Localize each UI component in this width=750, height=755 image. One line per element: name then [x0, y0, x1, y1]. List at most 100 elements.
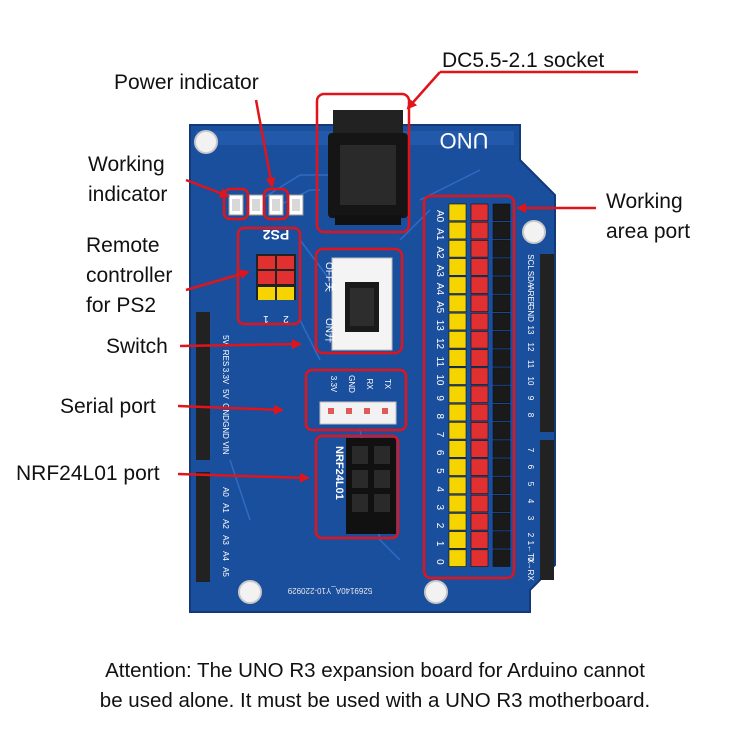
pin-label-left-analog: A2: [221, 519, 230, 529]
label-working-area-1: Working: [606, 190, 683, 213]
ps2-header: [256, 254, 296, 300]
callout-arrows: [177, 70, 638, 483]
label-working-indicator-1: Working: [88, 153, 165, 176]
pin-label-right-top: 12: [526, 343, 535, 352]
highlight-dc: [315, 92, 411, 234]
attention-line-2: be used alone. It must be used with a UN…: [99, 689, 651, 712]
header-pin: [492, 258, 511, 276]
highlight-working-led: [222, 187, 250, 221]
pin-label-left-analog: A5: [221, 567, 230, 577]
serial-header: [319, 401, 397, 425]
highlight-working-area: [422, 194, 516, 580]
pin-label-serial: TX: [383, 379, 392, 390]
header-pin: [448, 240, 467, 258]
pin-label-left-analog: A3: [221, 535, 230, 545]
pin-label-ps2: 1: [263, 313, 269, 324]
led-row: [228, 194, 304, 216]
pin-label-work: 2: [434, 523, 445, 529]
pin-label-right-bottom: 7: [526, 448, 535, 453]
header-pin: [470, 294, 489, 313]
label-nrf-port: NRF24L01 port: [16, 462, 160, 485]
pin-label-work: A4: [434, 283, 445, 296]
pin-label-serial: GND: [347, 375, 356, 393]
highlight-nrf: [314, 434, 400, 540]
label-working-area-2: area port: [606, 220, 691, 243]
label-power-indicator: Power indicator: [114, 71, 259, 94]
pin-label-work: A5: [434, 301, 445, 314]
header-pin: [448, 349, 467, 367]
header-pin: [448, 203, 467, 222]
pin-label-right-bottom: 4: [526, 499, 535, 504]
header-pin: [492, 422, 511, 440]
header-pin: [470, 312, 489, 331]
pin-label-right-top: 9: [526, 396, 535, 401]
label-remote-2: controller: [86, 264, 173, 287]
header-pin: [470, 203, 489, 222]
pin-label-left-power: 5V: [221, 389, 230, 399]
pin-label-right-bottom: 3: [526, 516, 535, 521]
header-pin: [492, 367, 511, 385]
header-pin: [492, 221, 511, 240]
attention-lead: Attention:: [105, 659, 192, 682]
pin-label-work: A2: [434, 246, 445, 259]
header-pin: [448, 276, 467, 294]
header-pin: [470, 476, 489, 495]
pin-label-work: 8: [434, 414, 445, 420]
pin-label-right-top: 8: [526, 413, 535, 418]
header-pin: [448, 221, 467, 240]
pin-label-work: 0: [434, 559, 445, 565]
highlight-power-led: [262, 187, 290, 221]
pin-label-work: 6: [434, 450, 445, 456]
left-header: [196, 312, 210, 582]
highlight-serial: [304, 368, 408, 432]
header-pin: [448, 403, 467, 422]
attention-note: Attention: The UNO R3 expansion board fo…: [20, 656, 730, 716]
header-pin: [448, 385, 467, 404]
pin-label-right-top: 11: [526, 360, 535, 369]
header-pin: [448, 258, 467, 276]
header-pin: [492, 513, 511, 531]
header-pin: [492, 294, 511, 313]
pin-label-right-bottom: 5: [526, 482, 535, 487]
pin-label-work: 9: [434, 395, 445, 401]
header-pin: [470, 531, 489, 549]
pin-label-right-bottom: 2: [526, 533, 535, 538]
label-serial-port: Serial port: [60, 395, 156, 418]
pin-label-work: 13: [434, 320, 445, 332]
pin-label-right-top: 10: [526, 377, 535, 386]
attention-line-1: The UNO R3 expansion board for Arduino c…: [191, 659, 645, 682]
pin-label-left-power: RES: [221, 350, 230, 366]
header-pin: [448, 294, 467, 313]
mount-hole: [424, 580, 448, 604]
header-pin: [492, 549, 511, 567]
header-pin: [448, 331, 467, 349]
label-remote-3: for PS2: [86, 294, 157, 317]
header-pin: [448, 367, 467, 385]
arrow-ps2: [185, 269, 250, 292]
nrf-header: [346, 438, 396, 534]
pin-label-right-top: SCL: [526, 254, 535, 270]
header-pin: [470, 494, 489, 513]
header-pin: [492, 531, 511, 549]
mount-hole: [194, 130, 218, 154]
pin-label-work: A3: [434, 265, 445, 278]
header-pin: [470, 367, 489, 385]
header-pin: [448, 312, 467, 331]
dc-socket: [328, 110, 408, 225]
header-pin: [492, 494, 511, 513]
pin-label-right-bottom: 1←TX: [526, 541, 535, 564]
pin-label-work: 10: [434, 374, 445, 386]
pin-label-left-analog: A4: [221, 551, 230, 561]
header-pin: [470, 331, 489, 349]
pin-label-left-power: GND: [221, 403, 230, 421]
header-pin: [470, 422, 489, 440]
header-pin: [470, 458, 489, 476]
model-code: 5269140A_Y10-220929: [287, 586, 372, 595]
pin-label-left-power: GND: [221, 421, 230, 439]
header-pin: [492, 331, 511, 349]
header-pin: [470, 258, 489, 276]
header-pin: [470, 240, 489, 258]
header-pin: [470, 440, 489, 458]
